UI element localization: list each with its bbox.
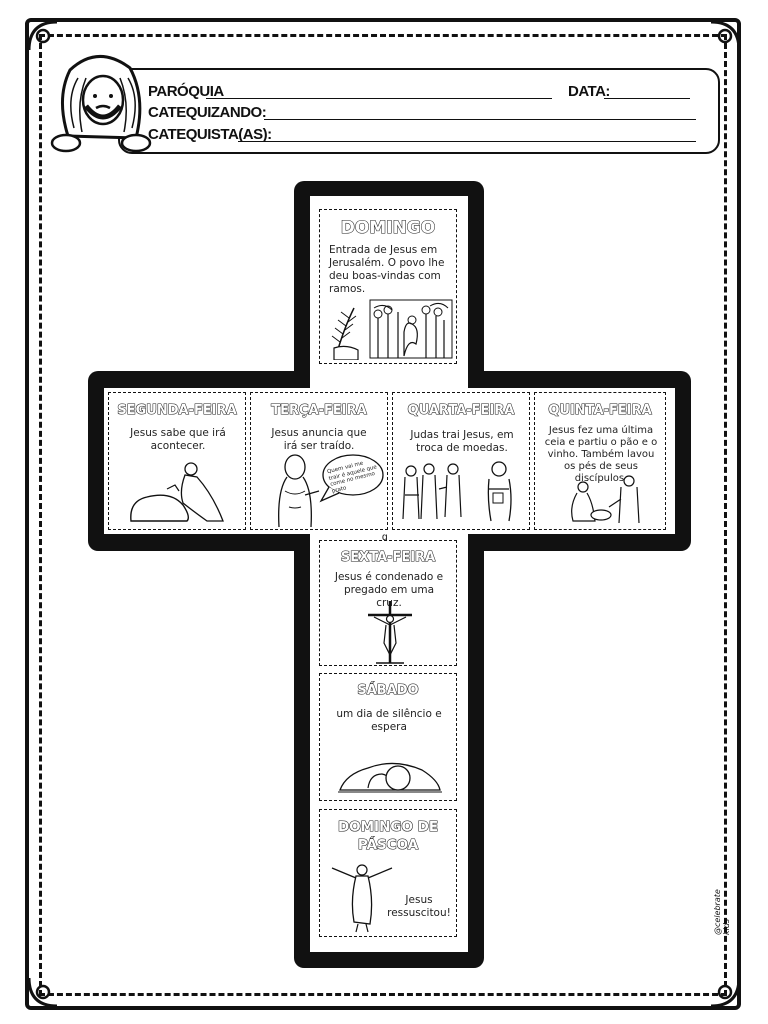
card-text: Jesus sabe que irá acontecer. [130, 427, 226, 452]
card-title: QUARTA-FEIRA [407, 402, 515, 418]
card-terca-feira: TERÇA-FEIRA Jesus anuncia que irá ser tr… [250, 392, 388, 530]
card-text: Jesus ressuscitou! [387, 894, 451, 919]
date-field[interactable] [604, 98, 690, 99]
catechist-label: CATEQUISTA(AS): [148, 126, 272, 143]
header-form [118, 68, 720, 154]
catechized-label: CATEQUIZANDO: [148, 104, 267, 121]
speech-bubble-icon [319, 454, 384, 503]
jesus-praying-icon [130, 462, 224, 522]
parish-label: PARÓQUIA [148, 83, 224, 100]
card-title: SEGUNDA-FEIRA [117, 402, 237, 418]
card-text: Jesus anuncia que irá ser traído. [271, 427, 367, 452]
card-text: Judas trai Jesus, em troca de moedas. [410, 429, 514, 454]
page-frame [25, 18, 741, 1010]
card-title: SÁBADO [357, 682, 419, 698]
parish-field[interactable] [206, 98, 552, 99]
date-label: DATA: [568, 83, 610, 100]
card-text: Jesus é condenado e pregado em uma cruz. [334, 571, 444, 609]
corner-ornament-bottom-left [27, 977, 58, 1008]
card-segunda-feira: SEGUNDA-FEIRA Jesus sabe que irá acontec… [108, 392, 246, 530]
small-mark: g [382, 532, 388, 543]
card-text: Entrada de Jesus em Jerusalém. O povo lh… [329, 244, 445, 295]
card-title: TERÇA-FEIRA [271, 402, 368, 418]
credit-text: @celebrate kids [713, 889, 731, 935]
crucifix-icon [368, 601, 412, 664]
card-domingo: DOMINGO Entrada de Jesus em Jerusalém. O… [319, 209, 457, 364]
card-text: um dia de silêncio e espera [336, 708, 442, 733]
card-domingo-de-pascoa: DOMINGO DE PÁSCOA Jesus ressuscitou! [319, 809, 457, 937]
corner-ornament-top-left [27, 20, 58, 51]
card-title: DOMINGO [340, 217, 436, 238]
judas-betrayal-icon [402, 461, 512, 522]
card-quarta-feira: QUARTA-FEIRA Judas trai Jesus, em troca … [392, 392, 530, 530]
catechist-field[interactable] [238, 141, 696, 142]
card-title: DOMINGO DE PÁSCOA [337, 818, 439, 853]
corner-ornament-bottom-right [710, 977, 741, 1008]
catechized-field[interactable] [264, 119, 696, 120]
dashed-border [39, 34, 727, 996]
card-title: SEXTA-FEIRA [340, 549, 436, 565]
corner-ornament-top-right [710, 20, 741, 51]
card-sexta-feira: SEXTA-FEIRA Jesus é condenado e pregado … [319, 540, 457, 666]
risen-jesus-icon [331, 864, 393, 933]
card-quinta-feira: QUINTA-FEIRA Jesus fez uma última ceia e… [534, 392, 666, 530]
jesus-avatar-icon [50, 55, 152, 153]
card-text: Jesus fez uma última ceia e partiu o pão… [544, 425, 658, 484]
palm-entry-icon [331, 299, 453, 360]
foot-washing-icon [571, 475, 640, 524]
jesus-speaking-icon [278, 454, 320, 527]
card-sabado: SÁBADO um dia de silêncio e espera [319, 673, 457, 801]
card-title: QUINTA-FEIRA [548, 402, 652, 418]
tomb-icon [338, 762, 442, 793]
